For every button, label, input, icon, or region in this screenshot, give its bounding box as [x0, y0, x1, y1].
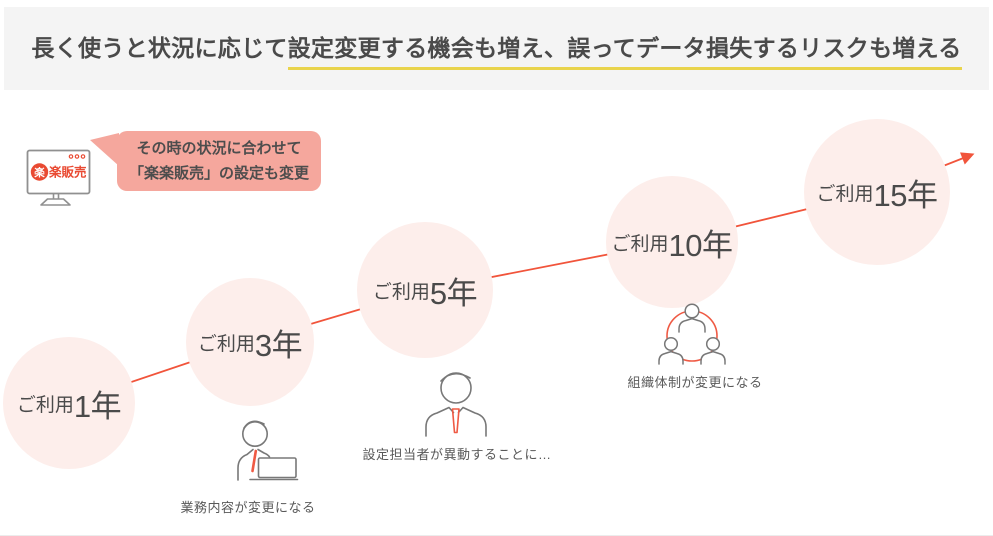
monitor-icon: 楽 楽販売 — [26, 149, 91, 206]
window-dot-icon — [80, 154, 86, 159]
speech-bubble: その時の状況に合わせて 「楽楽販売」の設定も変更 — [117, 131, 322, 191]
window-dot-icon — [68, 154, 74, 159]
logo-circle-char: 楽 — [33, 166, 45, 179]
milestone-prefix: ご利用 — [16, 394, 74, 416]
milestone-value: 3年 — [254, 327, 303, 363]
person-bust-icon — [425, 372, 487, 437]
milestone-value: 10年 — [668, 227, 733, 263]
title-underlined-text: 設定変更する機会も増え、誤ってデータ損失するリスクも増える — [287, 35, 962, 70]
milestone-prefix: ご利用 — [611, 233, 669, 255]
logo-circle — [30, 163, 49, 181]
team-cycle-icon — [658, 303, 726, 365]
event-caption-business-change: 業務内容が変更になる — [180, 500, 316, 515]
milestone-value: 1年 — [73, 388, 122, 424]
title-plain-text: 長く使うと状況に応じて — [31, 35, 288, 61]
header-banner: 長く使うと状況に応じて設定変更する機会も増え、誤ってデータ損失するリスクも増える — [4, 7, 989, 90]
milestone-prefix: ご利用 — [372, 281, 430, 303]
milestone-value: 5年 — [429, 275, 478, 311]
milestone-prefix: ご利用 — [197, 333, 255, 355]
window-dot-icon — [74, 154, 80, 159]
event-caption-admin-transfer: 設定担当者が異動することに… — [362, 447, 552, 462]
milestone-prefix: ご利用 — [816, 183, 874, 205]
logo-text: 楽販売 — [48, 164, 87, 179]
milestone-value: 15年 — [873, 177, 938, 213]
speech-bubble-line2: 「楽楽販売」の設定も変更 — [129, 165, 310, 182]
person-at-laptop-icon — [237, 420, 299, 481]
speech-bubble-line1: その時の状況に合わせて — [136, 140, 302, 157]
page-title: 長く使うと状況に応じて設定変更する機会も増え、誤ってデータ損失するリスクも増える — [31, 35, 962, 70]
event-caption-org-change: 組織体制が変更になる — [627, 375, 763, 390]
speech-bubble-tail — [90, 133, 119, 166]
